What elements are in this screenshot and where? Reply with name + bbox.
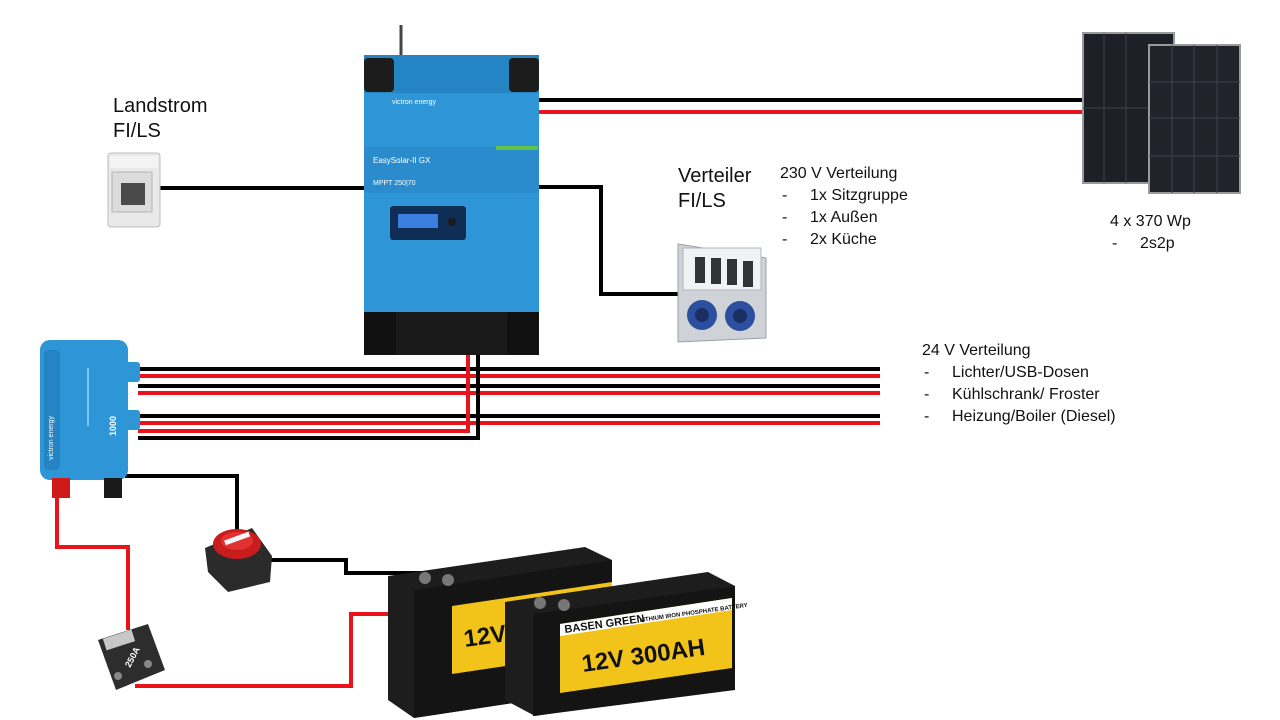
ac-item-kitchen: 2x Küche: [780, 229, 908, 251]
ac-item-outside: 1x Außen: [780, 207, 908, 229]
easysolar-inverter: victron energy EasySolar-II GX MPPT 250|…: [364, 25, 539, 355]
converter-rating: 1000: [108, 416, 118, 436]
ac-distributor-box: [677, 243, 767, 343]
shore-power-line1: Landstrom: [113, 95, 208, 117]
dc-distribution-label: 24 V Verteilung Lichter/USB-Dosen Kühlsc…: [922, 340, 1116, 428]
ac-distribution-label: 230 V Verteilung 1x Sitzgruppe 1x Außen …: [780, 163, 908, 251]
dc-distribution-list: Lichter/USB-Dosen Kühlschrank/ Froster H…: [922, 362, 1116, 428]
wire-inverter-dc-neg: [138, 350, 480, 440]
distributor-label: Verteiler FI/LS: [678, 164, 751, 214]
wire-neg-to-switch: [125, 474, 239, 533]
distributor-line1: Verteiler: [678, 165, 752, 187]
solar-panels: [1082, 32, 1241, 194]
shore-power-label: Landstrom FI/LS: [113, 94, 208, 144]
solar-item-config: 2s2p: [1110, 233, 1191, 255]
ac-item-seating: 1x Sitzgruppe: [780, 185, 908, 207]
shore-power-line2: FI/LS: [113, 120, 161, 142]
converter-brand: victron energy: [48, 416, 55, 460]
inverter-mppt: MPPT 250|70: [373, 180, 416, 187]
dc-item-heating: Heizung/Boiler (Diesel): [922, 406, 1116, 428]
inverter-brand: victron energy: [392, 99, 436, 106]
fuse-breaker: 250A: [98, 624, 165, 690]
ac-distribution-list: 1x Sitzgruppe 1x Außen 2x Küche: [780, 185, 908, 251]
ac-distribution-title: 230 V Verteilung: [780, 165, 898, 182]
solar-title: 4 x 370 Wp: [1110, 213, 1191, 230]
battery-switch: [205, 528, 272, 592]
shore-power-breaker-box: [107, 152, 161, 228]
dc-item-fridge: Kühlschrank/ Froster: [922, 384, 1116, 406]
dc-converter: victron energy 1000: [40, 340, 140, 498]
dc-distribution-title: 24 V Verteilung: [922, 342, 1031, 359]
wire-inverter-dc-pos: [138, 350, 470, 433]
inverter-model: EasySolar-II GX: [373, 156, 431, 165]
solar-list: 2s2p: [1110, 233, 1191, 255]
battery-front: BASEN GREEN LITHIUM IRON PHOSPHATE BATTE…: [505, 572, 748, 716]
wire-inverter-distributor: [538, 185, 680, 296]
distributor-line2: FI/LS: [678, 190, 726, 212]
wire-pos-to-fuse: [55, 490, 130, 630]
solar-label: 4 x 370 Wp 2s2p: [1110, 211, 1191, 255]
dc-item-lights: Lichter/USB-Dosen: [922, 362, 1116, 384]
